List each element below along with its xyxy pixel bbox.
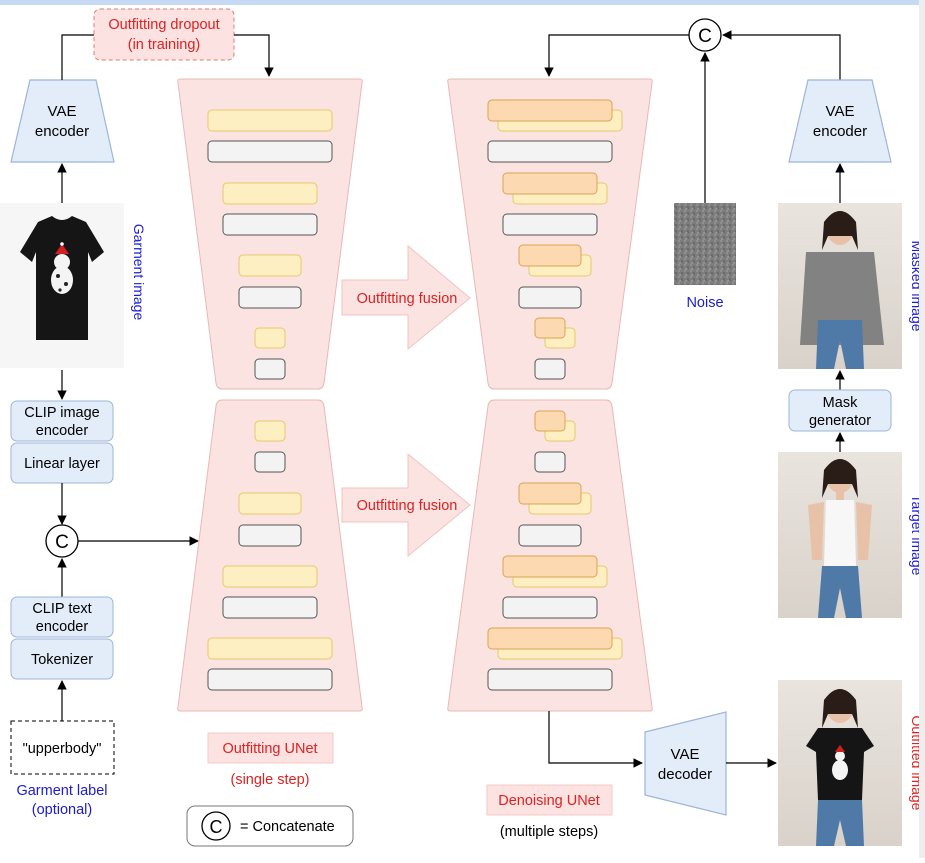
outfitting-unet-text: Outfitting UNet	[222, 741, 317, 757]
multiple-steps-text: (multiple steps)	[500, 824, 598, 840]
fusion-bottom-label: Outfitting fusion	[357, 498, 458, 514]
outfitting-unet	[177, 78, 363, 712]
outfitting-unet-label: Outfitting UNet	[207, 732, 334, 764]
top-strip	[0, 0, 925, 5]
noise-image	[674, 203, 736, 285]
fusion-top-label: Outfitting fusion	[357, 291, 458, 307]
left-concat-symbol: C	[55, 532, 69, 553]
right-vae-encoder-line1: VAE	[826, 103, 855, 120]
clip-image-encoder: CLIP image encoder	[10, 400, 114, 442]
garment-label-line2: (optional)	[32, 802, 92, 818]
dropout-box: Outfitting dropout (in training)	[93, 8, 235, 61]
vae-decoder-line1: VAE	[671, 746, 700, 763]
garment-label-line1: Garment label	[16, 783, 107, 799]
left-vae-encoder: VAE encoder	[10, 79, 115, 163]
right-vae-encoder: VAE encoder	[788, 79, 892, 163]
clip-text-encoder-line1: CLIP text	[32, 601, 91, 617]
single-step-text: (single step)	[231, 772, 310, 788]
denoising-unet-text: Denoising UNet	[498, 793, 600, 809]
right-concat-symbol: C	[698, 26, 712, 47]
left-vae-encoder-line1: VAE	[48, 103, 77, 120]
vae-decoder-line2: decoder	[658, 766, 712, 783]
page-edge	[919, 0, 925, 858]
dropout-line2: (in training)	[128, 37, 201, 53]
denoising-unet	[447, 78, 653, 712]
left-vae-encoder-line2: encoder	[35, 123, 89, 140]
vae-decoder: VAE decoder	[644, 711, 727, 816]
clip-image-encoder-line1: CLIP image	[24, 405, 100, 421]
denoising-unet-label: Denoising UNet	[486, 784, 613, 816]
left-concat-node: C	[45, 524, 79, 558]
mask-generator-line1: Mask	[823, 395, 858, 411]
legend-text: = Concatenate	[240, 819, 335, 835]
garment-image-label: Garment image	[131, 224, 147, 321]
upperbody-text: "upperbody"	[23, 741, 102, 757]
right-concat-node: C	[688, 18, 722, 52]
concatenate-legend: C = Concatenate	[186, 805, 354, 847]
clip-text-encoder-line2: encoder	[36, 619, 89, 635]
legend-symbol: C	[210, 817, 223, 837]
fusion-arrow-top: Outfitting fusion	[341, 244, 471, 351]
linear-layer: Linear layer	[10, 442, 114, 484]
outfitted-image	[778, 680, 902, 846]
noise-label: Noise	[686, 295, 723, 311]
mask-generator: Mask generator	[788, 389, 892, 432]
tokenizer: Tokenizer	[10, 638, 114, 680]
right-vae-encoder-line2: encoder	[813, 123, 867, 140]
garment-image	[0, 203, 124, 368]
clip-text-encoder: CLIP text encoder	[10, 596, 114, 638]
masked-image	[778, 203, 902, 369]
target-image	[778, 452, 902, 618]
tokenizer-label: Tokenizer	[31, 652, 93, 668]
clip-image-encoder-line2: encoder	[36, 423, 89, 439]
mask-generator-line2: generator	[809, 413, 871, 429]
dropout-line1: Outfitting dropout	[108, 17, 219, 33]
linear-layer-label: Linear layer	[24, 456, 100, 472]
fusion-arrow-bottom: Outfitting fusion	[341, 452, 471, 558]
upperbody-box: "upperbody"	[10, 720, 115, 775]
